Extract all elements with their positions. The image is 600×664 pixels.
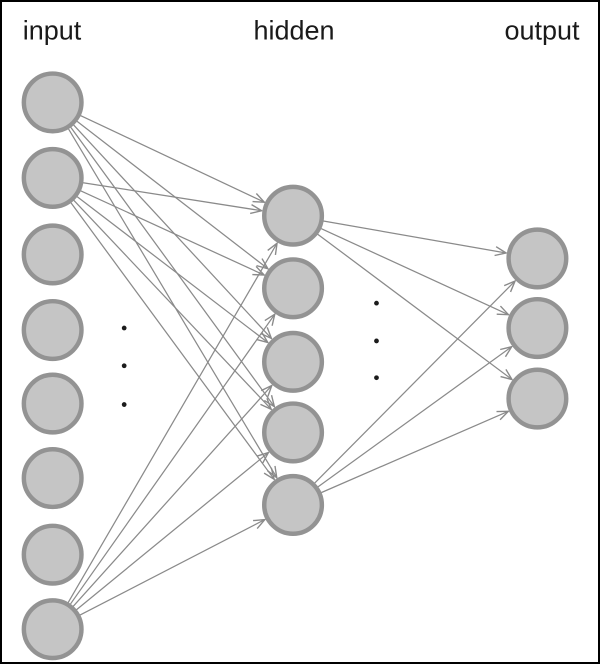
connection-edge-hidden5-output3	[321, 410, 510, 494]
connection-edge-input2-hidden2	[80, 190, 266, 276]
input-node-4	[21, 298, 84, 362]
nodes-group	[21, 71, 569, 661]
connection-edge-input1-hidden4	[70, 126, 276, 409]
connection-edge-input8-hidden5	[79, 518, 267, 616]
input-ellipsis-dot-2	[121, 363, 127, 369]
layer-label-output: output	[504, 15, 580, 46]
input-node-1	[21, 71, 84, 134]
output-node-1	[506, 227, 569, 290]
edges-group	[67, 114, 517, 616]
input-ellipsis-dot-3	[121, 402, 127, 407]
input-node-8	[21, 598, 84, 661]
hidden-node-4	[262, 401, 325, 464]
connection-edge-input8-hidden4	[76, 451, 270, 611]
hidden-node-5	[262, 473, 325, 537]
connection-edge-hidden1-output1	[323, 220, 508, 257]
connection-edge-input1-hidden3	[73, 124, 273, 340]
input-node-2	[21, 146, 84, 209]
hidden-ellipsis-dot-1	[374, 300, 379, 306]
hidden-node-3	[262, 330, 325, 393]
connection-edge-input2-hidden4	[73, 199, 273, 411]
input-node-7	[21, 523, 84, 586]
hidden-ellipsis-dot-3	[374, 375, 379, 381]
connection-edge-input8-hidden1	[67, 241, 278, 603]
input-node-5	[21, 372, 84, 435]
connection-edge-hidden5-output1	[314, 279, 517, 484]
output-node-2	[506, 296, 569, 360]
input-ellipsis-dot-1	[121, 325, 127, 331]
output-node-3	[506, 367, 569, 430]
dots-group	[121, 300, 379, 407]
connection-edge-hidden5-output2	[317, 345, 514, 488]
connection-edge-input2-hidden1	[82, 182, 264, 215]
hidden-ellipsis-dot-2	[374, 338, 379, 344]
connection-edge-input1-hidden5	[67, 128, 278, 480]
layer-label-input: input	[22, 15, 82, 46]
connection-edge-input8-hidden3	[72, 384, 274, 607]
connection-edge-hidden1-output2	[320, 227, 511, 316]
hidden-node-2	[262, 257, 325, 320]
layer-label-hidden: hidden	[253, 15, 335, 46]
connection-edge-hidden1-output3	[317, 233, 514, 381]
input-node-6	[21, 447, 84, 510]
connection-edge-input1-hidden2	[76, 120, 270, 270]
connection-edge-input1-hidden1	[80, 114, 267, 203]
connection-edge-input8-hidden2	[69, 312, 276, 605]
input-node-3	[21, 223, 84, 286]
hidden-node-1	[262, 184, 325, 247]
connection-edge-input2-hidden5	[70, 202, 276, 481]
connection-edge-input2-hidden3	[76, 196, 270, 344]
